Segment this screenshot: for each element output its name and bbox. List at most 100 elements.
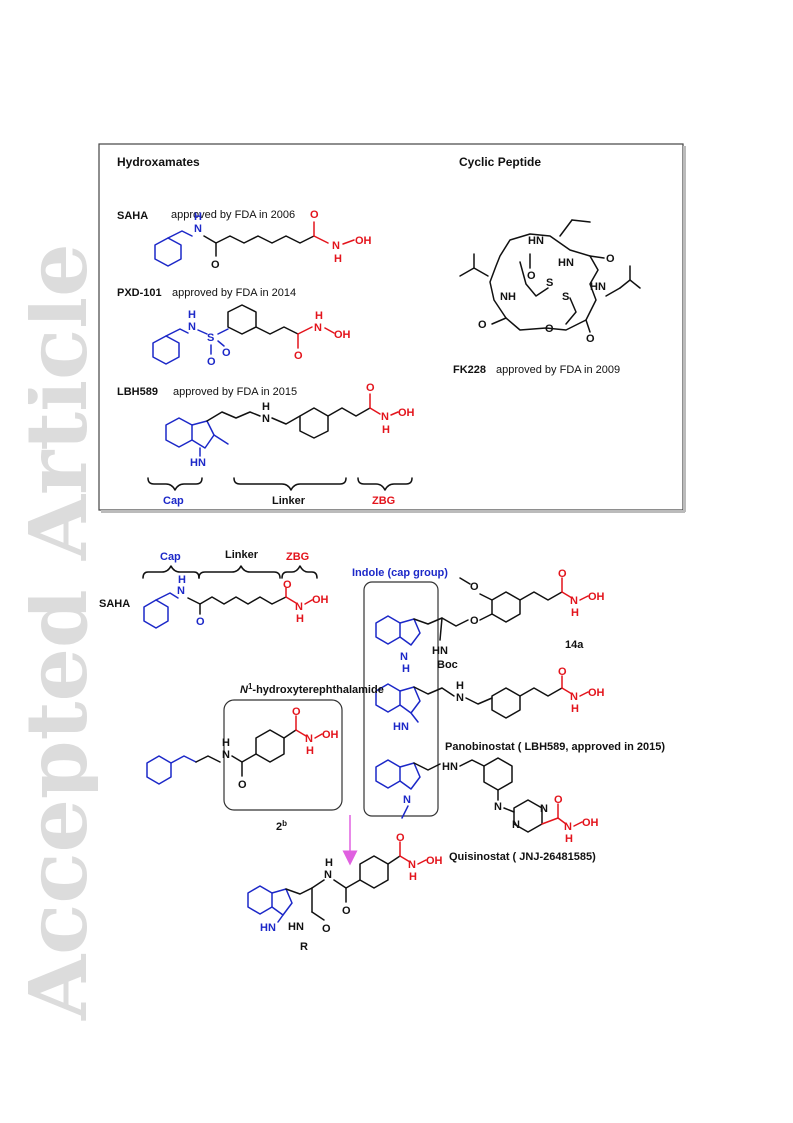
svg-text:O: O [558,568,567,580]
svg-text:HN: HN [288,921,304,933]
svg-text:H: H [315,310,323,322]
svg-text:S: S [207,332,214,344]
svg-text:O: O [238,779,247,791]
cyclic-peptide-title: Cyclic Peptide [459,155,541,169]
svg-text:N: N [400,651,408,663]
svg-text:O: O [342,905,351,917]
watermark-text: Accepted Article [28,243,98,1021]
fk228-label: FK228 [453,364,486,376]
fk228-approval: approved by FDA in 2009 [496,364,620,376]
svg-text:OH: OH [426,855,443,867]
svg-text:OH: OH [582,817,599,829]
pxd101-approval: approved by FDA in 2014 [172,287,296,299]
compound-2-label: 2b [276,819,287,833]
svg-text:HN: HN [528,235,544,247]
svg-text:N: N [262,413,270,425]
svg-text:H: H [382,424,390,436]
svg-text:O: O [283,579,292,591]
svg-text:O: O [527,270,536,282]
saha-approval: approved by FDA in 2006 [171,209,295,221]
svg-text:HN: HN [590,281,606,293]
top-linker-label: Linker [272,495,306,507]
svg-text:OH: OH [355,235,372,247]
bottom-panel: Cap Linker ZBG SAHA N H O O N H OH Indol… [99,549,665,953]
svg-text:HN: HN [442,761,458,773]
svg-text:HN: HN [190,457,206,469]
svg-text:N: N [564,821,572,833]
saha-label: SAHA [117,210,148,222]
compound-14a-label: 14a [565,639,584,651]
quisinostat-label: Quisinostat ( JNJ-26481585) [449,851,596,863]
svg-text:NH: NH [500,291,516,303]
hydroxyterephthalamide-box [223,699,343,811]
svg-text:N: N [570,595,578,607]
bottom-cap-label: Cap [160,551,181,563]
svg-text:H: H [178,574,186,586]
pxd101-label: PXD-101 [117,287,162,299]
svg-text:H: H [262,401,270,413]
svg-text:N: N [295,601,303,613]
svg-text:HN: HN [260,922,276,934]
svg-text:O: O [207,356,216,368]
svg-text:N: N [222,749,230,761]
svg-text:N: N [570,691,578,703]
svg-text:O: O [470,615,479,627]
top-panel: Hydroxamates Cyclic Peptide SAHA approve… [98,143,686,513]
svg-text:HN: HN [393,721,409,733]
svg-text:N: N [188,321,196,333]
bottom-linker-label: Linker [225,549,259,561]
svg-text:OH: OH [588,591,605,603]
hydroxamates-title: Hydroxamates [117,155,200,169]
svg-text:N: N [408,859,416,871]
svg-text:S: S [546,277,553,289]
svg-text:H: H [222,737,230,749]
accepted-article-watermark: Accepted Article [28,243,98,1021]
svg-text:O: O [478,319,487,331]
svg-text:O: O [586,333,595,345]
svg-text:N: N [194,223,202,235]
svg-text:H: H [194,211,202,223]
svg-text:N: N [456,692,464,704]
svg-text:N: N [314,322,322,334]
svg-text:O: O [310,209,319,221]
hydroxyterephthalamide-group: N1-hydroxyterephthalamide N H O O N H OH… [146,682,384,833]
svg-text:H: H [325,857,333,869]
panobinostat-label: Panobinostat ( LBH589, approved in 2015) [445,741,665,753]
svg-text:O: O [470,581,479,593]
svg-text:O: O [606,253,615,265]
svg-text:O: O [558,666,567,678]
svg-text:H: H [571,607,579,619]
svg-text:H: H [571,703,579,715]
svg-text:OH: OH [588,687,605,699]
svg-text:N: N [403,794,411,806]
svg-text:OH: OH [312,594,329,606]
svg-text:OH: OH [322,729,339,741]
svg-text:H: H [334,253,342,265]
svg-text:O: O [294,350,303,362]
lbh589-label: LBH589 [117,386,158,398]
saha-structure-top: SAHA approved by FDA in 2006 N H O O N H… [117,209,372,271]
svg-text:N: N [324,869,332,881]
svg-text:OH: OH [398,407,415,419]
designed-compound-structure: HN N H O HN R O O N H OH [247,832,443,953]
svg-text:HN: HN [432,645,448,657]
svg-text:O: O [211,259,220,271]
svg-text:O: O [545,323,554,335]
svg-text:O: O [196,616,205,628]
svg-text:N: N [494,801,502,813]
svg-text:H: H [456,680,464,692]
pxd101-structure: PXD-101 approved by FDA in 2014 N H S O … [117,287,351,368]
svg-text:O: O [322,923,331,935]
r-group-label: R [300,941,308,953]
compound-14a-structure: N H HN Boc O O O N H OH 14a [375,568,605,675]
boc-label: Boc [437,659,458,671]
bottom-zbg-label: ZBG [286,551,309,563]
hydroxyterephthalamide-title: N1-hydroxyterephthalamide [240,682,384,696]
quisinostat-structure: N HN N N N O N H OH Quisinostat ( JNJ-26… [375,757,599,863]
lbh589-structure: LBH589 approved by FDA in 2015 HN N H O … [117,382,415,469]
svg-text:O: O [292,706,301,718]
saha-bottom-label: SAHA [99,598,130,610]
svg-text:N: N [177,585,185,597]
svg-text:O: O [222,347,231,359]
